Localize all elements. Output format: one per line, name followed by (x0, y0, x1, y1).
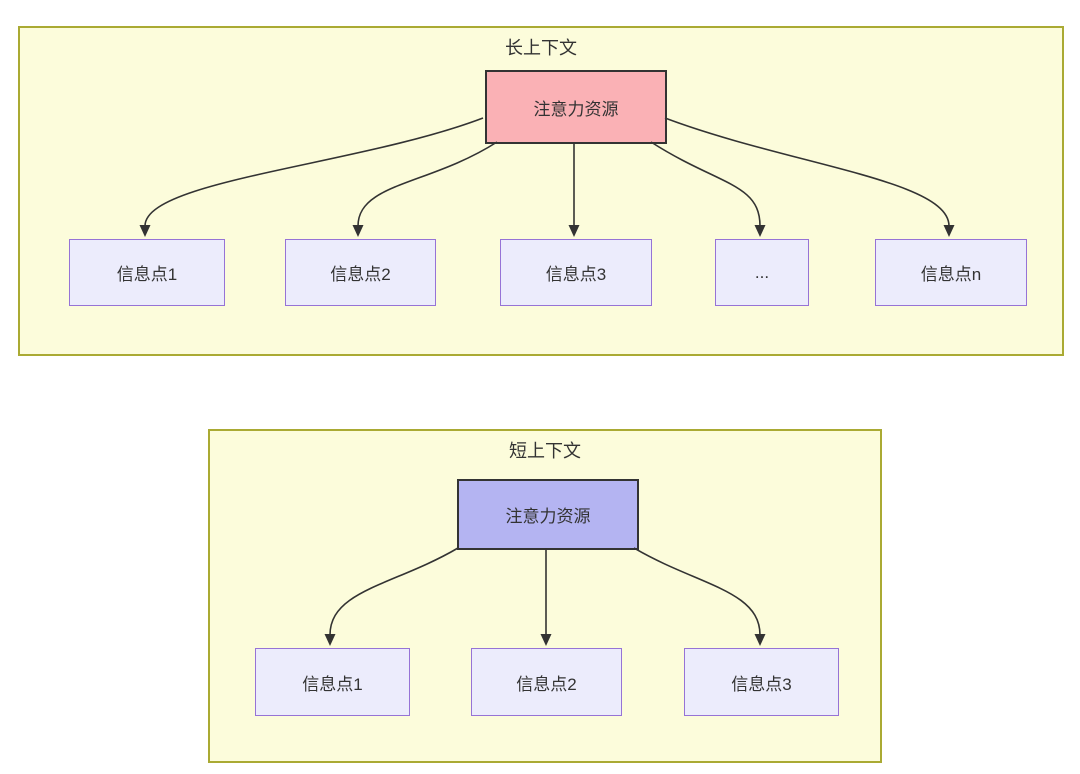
long-attention-resource-node: 注意力资源 (485, 70, 667, 144)
short-info-node-3: 信息点3 (684, 648, 839, 716)
short-attention-resource-node: 注意力资源 (457, 479, 639, 550)
long-info-node-n: 信息点n (875, 239, 1027, 306)
short-context-container: 短上下文 注意力资源 信息点1 信息点2 信息点3 (208, 429, 882, 763)
short-info-node-2: 信息点2 (471, 648, 622, 716)
long-info-node-3: 信息点3 (500, 239, 652, 306)
short-context-title: 短上下文 (509, 441, 581, 461)
long-info-node-1: 信息点1 (69, 239, 225, 306)
short-info-node-1: 信息点1 (255, 648, 410, 716)
long-context-title: 长上下文 (505, 38, 577, 58)
long-context-container: 长上下文 注意力资源 信息点1 信息点2 信息点3 ... 信息点n (18, 26, 1064, 356)
long-info-node-2: 信息点2 (285, 239, 436, 306)
long-info-node-ellipsis: ... (715, 239, 809, 306)
